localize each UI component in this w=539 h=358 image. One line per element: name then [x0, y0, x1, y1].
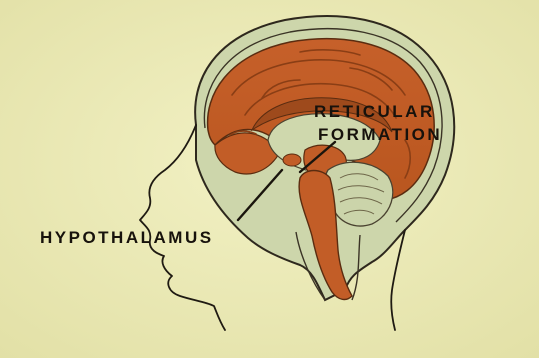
reticular-label-line2: FORMATION [318, 125, 442, 144]
hypothalamus [283, 154, 301, 166]
reticular-label-line1: RETICULAR [314, 102, 435, 121]
hypothalamus-label: HYPOTHALAMUS [40, 228, 214, 247]
